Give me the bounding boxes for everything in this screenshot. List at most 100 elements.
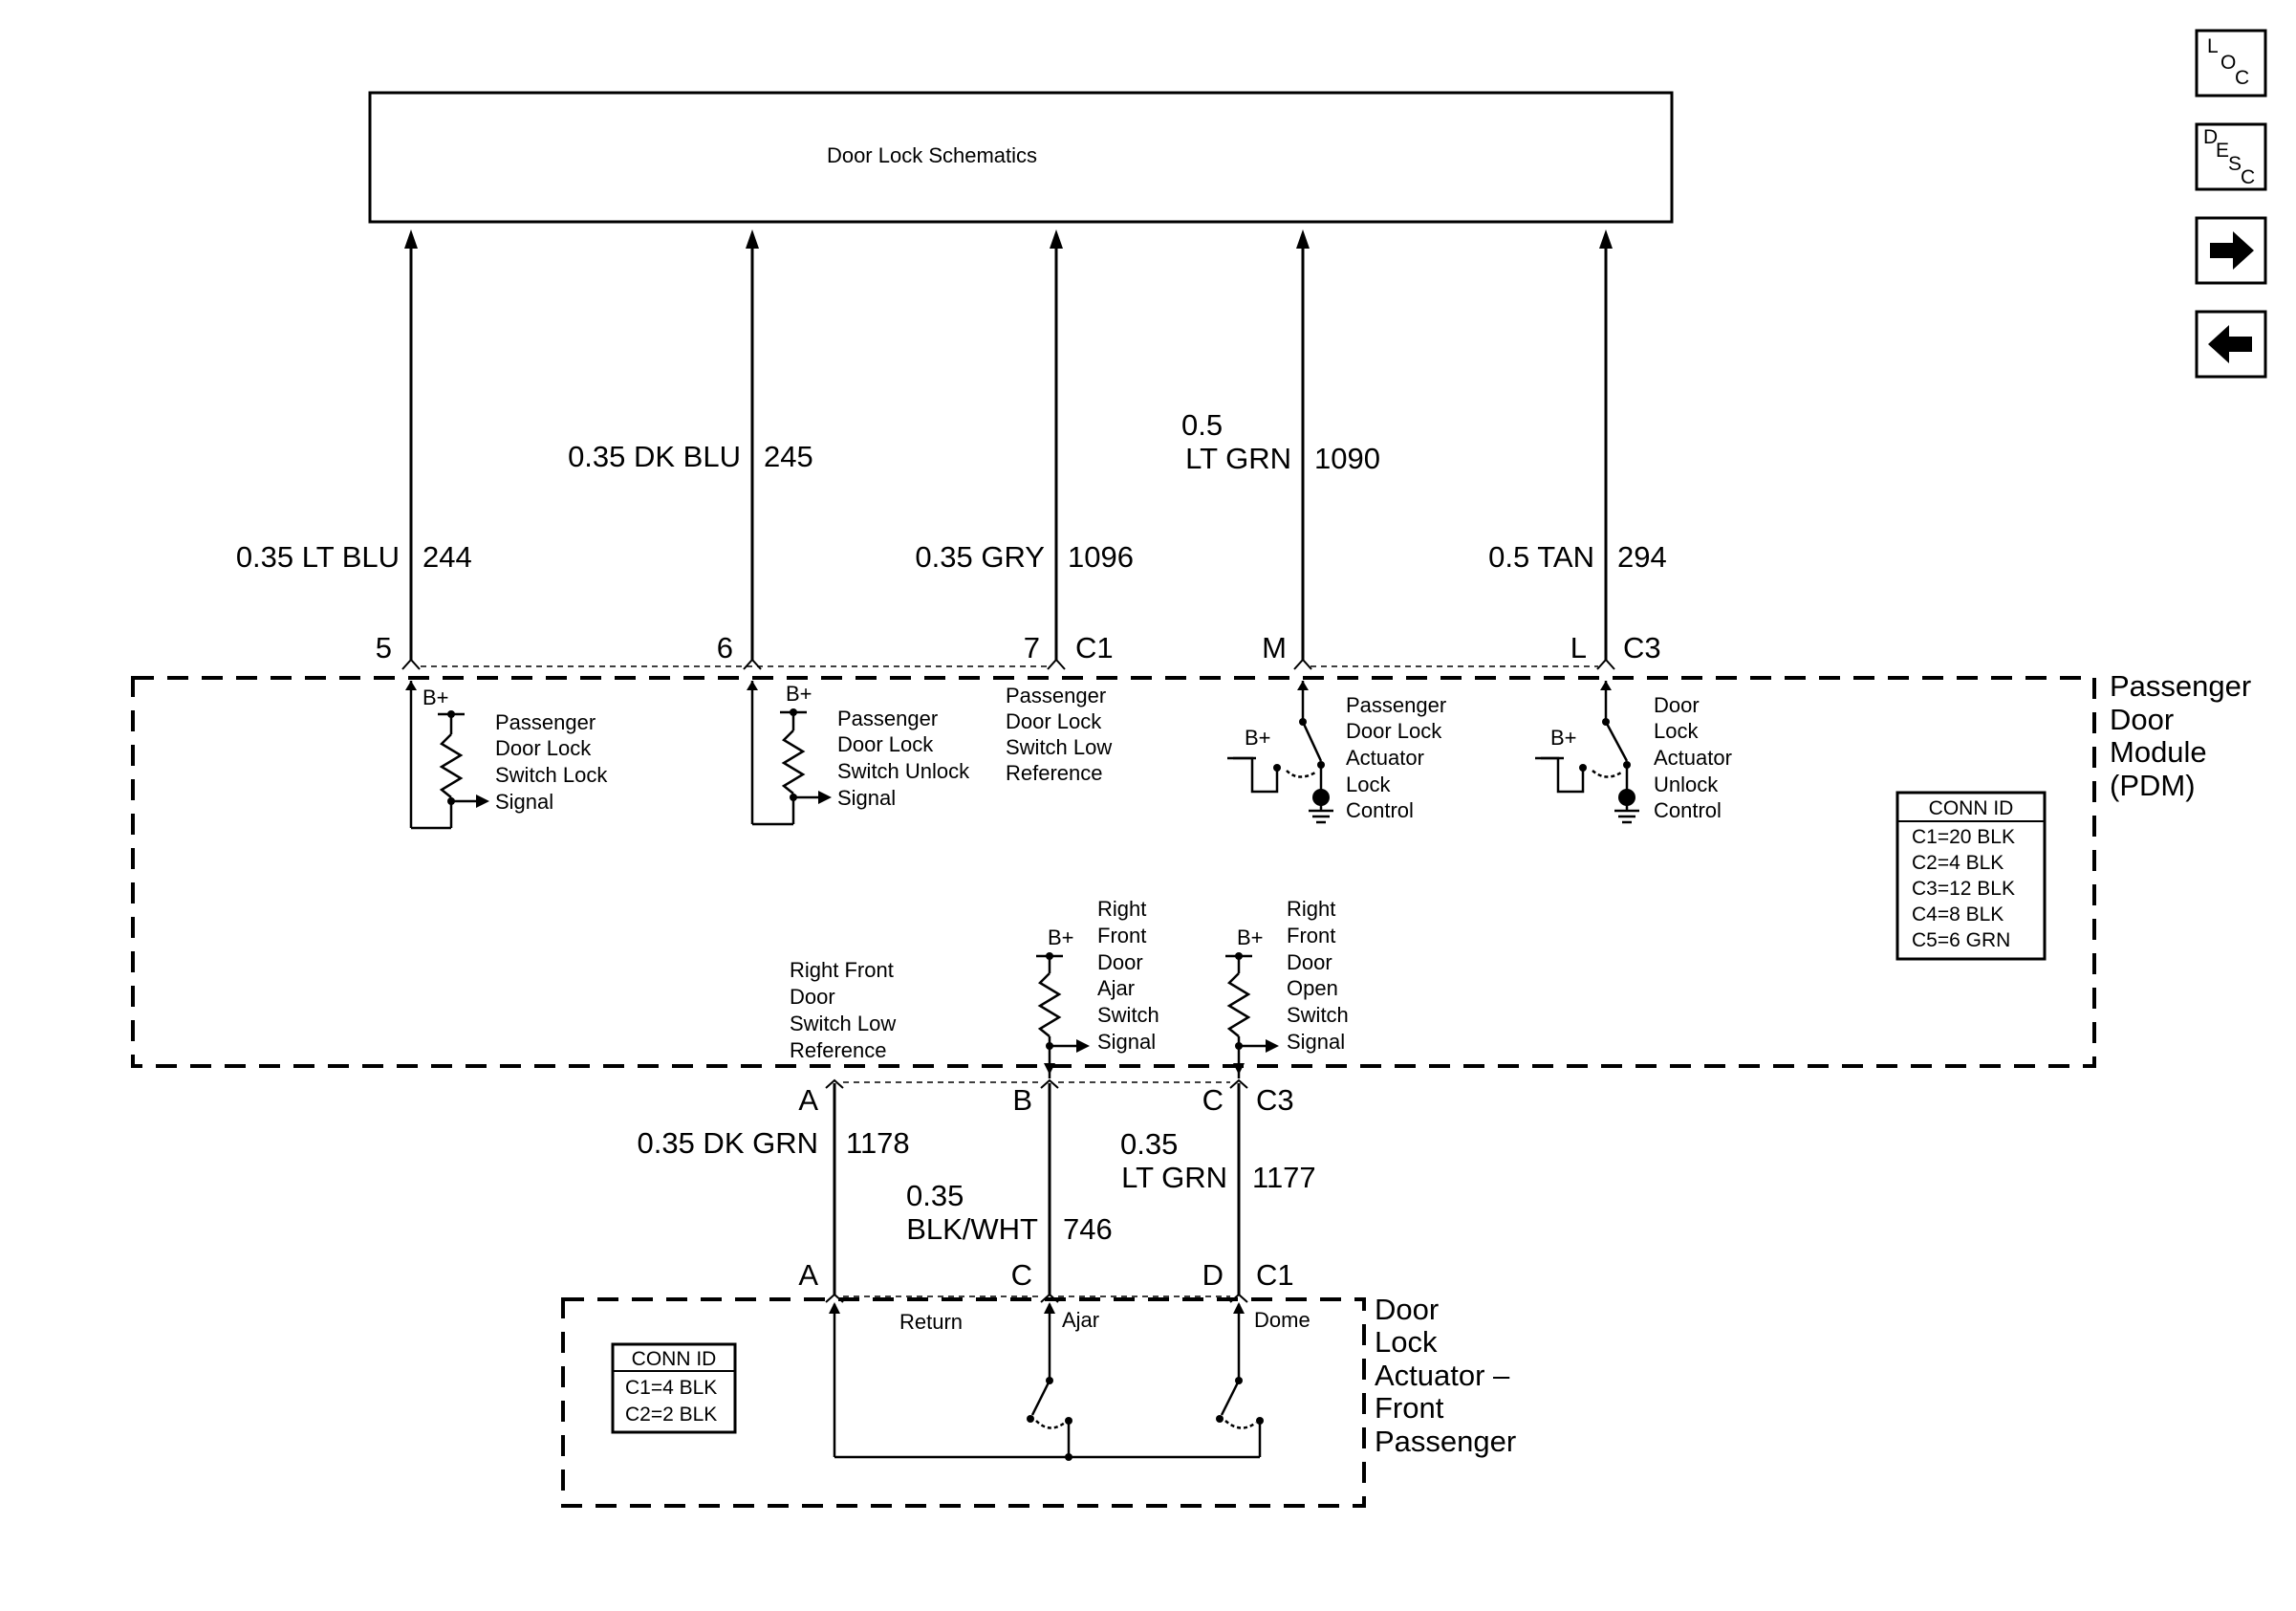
arrowhead-icon	[1233, 1063, 1245, 1075]
left-arrow-icon	[2208, 325, 2252, 363]
label-line: Switch Low	[790, 1012, 896, 1035]
label-line: Control	[1346, 798, 1414, 822]
wire-circuit-label: 245	[764, 440, 813, 473]
lower-wires	[833, 1083, 1241, 1295]
unlock-control-relay	[1535, 681, 1639, 824]
connector-label: C3	[1256, 1083, 1294, 1117]
wire-gauge-label: 0.5	[1181, 408, 1223, 442]
arrowhead-icon	[1296, 229, 1310, 249]
actuator-dome-label: Dome	[1254, 1308, 1310, 1332]
actuator-conn-id-table: CONN ID C1=4 BLK C2=2 BLK	[611, 1342, 737, 1434]
desc-letter-c: C	[2241, 166, 2255, 188]
arrowhead-icon	[1233, 1302, 1245, 1314]
ajar-switch-pullup	[1036, 954, 1078, 1078]
label-line: Signal	[1097, 1030, 1156, 1054]
conn-id-row: C4=8 BLK	[1912, 903, 2004, 925]
actuator-name-line: Actuator –	[1375, 1359, 1510, 1392]
wire-circuit-label: 1096	[1068, 540, 1134, 574]
arrowhead-icon	[747, 681, 758, 690]
label-line: Switch	[1097, 1003, 1159, 1027]
arrowhead-icon	[746, 229, 759, 249]
label-line: Actuator	[1346, 746, 1424, 770]
label-line: Passenger	[837, 707, 938, 730]
label-line: Ajar	[1097, 976, 1135, 1000]
label-line: Switch Unlock	[837, 759, 970, 783]
rf-low-ref-label: Right Front Door Switch Low Reference	[790, 958, 896, 1062]
wire-gauge-label: LT GRN	[1185, 442, 1291, 475]
label-line: Door	[1654, 693, 1700, 717]
prev-arrow-button[interactable]	[2195, 310, 2267, 379]
pdm-conn-id-table: CONN ID C1=20 BLK C2=4 BLK C3=12 BLK C4=…	[1895, 791, 2047, 961]
node-dot	[1579, 764, 1587, 772]
loc-button[interactable]: L O C	[2195, 29, 2267, 98]
unlock-signal-label: Passenger Door Lock Switch Unlock Signal	[837, 707, 970, 810]
lock-control-label: Passenger Door Lock Actuator Lock Contro…	[1346, 693, 1446, 822]
b-plus-label: B+	[786, 682, 812, 706]
switch-pivot-dot	[1235, 1377, 1243, 1384]
pdm-name-line: (PDM)	[2110, 769, 2196, 802]
actuator-ajar-label: Ajar	[1062, 1308, 1099, 1332]
wire-circuit-label: 1177	[1252, 1161, 1316, 1194]
switch-contact-dot	[1256, 1417, 1264, 1425]
wire-gauge-label: 0.35	[1120, 1127, 1178, 1161]
connector-label: C1	[1256, 1258, 1294, 1292]
label-line: Switch	[1287, 1003, 1349, 1027]
switch-contact-dot	[1027, 1415, 1034, 1423]
right-arrow-icon	[2210, 231, 2254, 270]
arrowhead-icon	[1599, 229, 1613, 249]
node-dot	[790, 708, 797, 716]
label-line: Passenger	[495, 710, 596, 734]
label-line: Switch Low	[1006, 735, 1112, 759]
actuator-return-label: Return	[899, 1310, 963, 1334]
desc-button[interactable]: D E S C	[2195, 122, 2267, 191]
arrowhead-icon	[1050, 229, 1063, 249]
pin-label: A	[798, 1258, 818, 1292]
conn-id-row: C5=6 GRN	[1912, 929, 2010, 951]
wire-gauge-label: 0.35 GRY	[915, 540, 1045, 574]
node-dot	[1046, 952, 1053, 960]
conn-id-row: C2=2 BLK	[625, 1404, 717, 1426]
arrowhead-icon	[404, 229, 418, 249]
pdm-boundary	[131, 676, 2096, 1068]
actuator-name-line: Door	[1375, 1293, 1439, 1326]
label-line: Unlock	[1654, 773, 1719, 796]
pdm-name: Passenger Door Module (PDM)	[2110, 669, 2251, 802]
actuator-name-line: Lock	[1375, 1325, 1438, 1359]
label-line: Actuator	[1654, 746, 1732, 770]
actuator-name: Door Lock Actuator – Front Passenger	[1375, 1293, 1516, 1458]
node-dot	[1623, 761, 1631, 769]
arrow-right-icon	[818, 791, 832, 804]
pin-label: C	[1202, 1083, 1224, 1117]
next-arrow-button[interactable]	[2195, 216, 2267, 285]
pin-label: M	[1262, 631, 1287, 664]
desc-letter-d: D	[2203, 126, 2218, 148]
label-line: Control	[1654, 798, 1722, 822]
label-line: Signal	[837, 786, 896, 810]
label-line: Front	[1287, 924, 1335, 947]
switch-contact-dot	[1216, 1415, 1224, 1423]
label-line: Door	[790, 985, 835, 1009]
actuator-name-line: Front	[1375, 1391, 1444, 1425]
node-dot	[1235, 1042, 1243, 1050]
label-line: Door Lock	[495, 736, 592, 760]
label-line: Front	[1097, 924, 1146, 947]
door-lock-schematics-block[interactable]: Door Lock Schematics	[368, 91, 1674, 224]
label-line: Signal	[495, 790, 553, 814]
node-dot	[1065, 1453, 1072, 1461]
connector-label: C3	[1623, 631, 1661, 664]
arrowhead-icon	[1600, 681, 1612, 690]
desc-letter-s: S	[2228, 153, 2242, 175]
wire-circuit-label: 746	[1063, 1212, 1113, 1246]
node-dot	[1317, 761, 1325, 769]
loc-letter-l: L	[2207, 35, 2219, 57]
switch-pivot-dot	[1046, 1377, 1053, 1384]
node-dot	[1299, 718, 1307, 726]
pdm-name-line: Module	[2110, 735, 2207, 769]
label-line: Door Lock	[837, 732, 934, 756]
node-dot	[1273, 764, 1281, 772]
node-dot	[1046, 1042, 1053, 1050]
wire-gauge-label: 0.35	[906, 1179, 964, 1212]
b-plus-label: B+	[1550, 726, 1577, 750]
label-line: Door	[1097, 950, 1143, 974]
